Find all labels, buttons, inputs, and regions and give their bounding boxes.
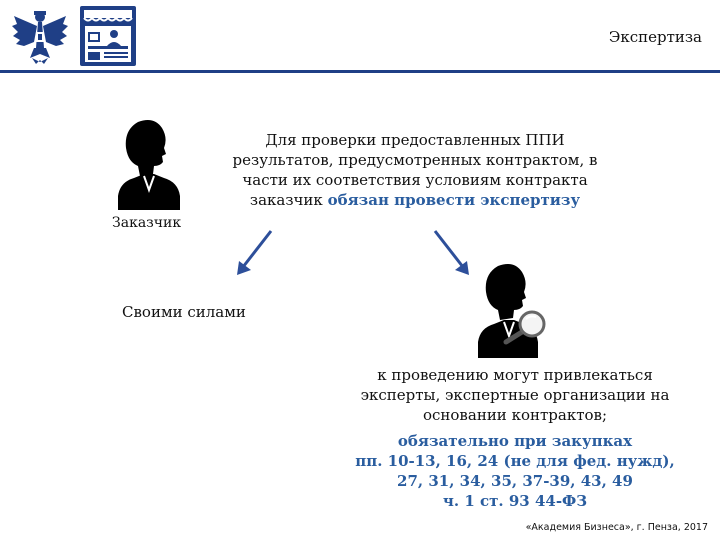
footer-caption: «Академия Бизнеса», г. Пенза, 2017 <box>525 522 708 533</box>
experts-paragraph: к проведению могут привлекаться эксперты… <box>320 365 710 511</box>
experts-line: основании контрактов; <box>422 406 608 424</box>
header-divider <box>0 70 720 73</box>
experts-line: эксперты, экспертные организации на <box>360 386 670 404</box>
page-title: Экспертиза <box>608 28 702 46</box>
own-forces-label: Своими силами <box>122 303 246 321</box>
eagle-emblem-icon <box>12 11 68 64</box>
top-paragraph-line: части их соответствия условиям контракта <box>242 171 588 189</box>
top-paragraph-line: Для проверки предоставленных ППИ <box>265 131 565 149</box>
kiosk-logo-icon <box>80 6 136 66</box>
top-paragraph-plain: заказчик <box>249 191 328 209</box>
experts-emphasis-line: ч. 1 ст. 93 44-ФЗ <box>442 492 588 510</box>
experts-emphasis-line: пп. 10-13, 16, 24 (не для фед. нужд), <box>355 452 675 470</box>
experts-emphasis-line: обязательно при закупках <box>397 432 633 450</box>
experts-emphasis-line: 27, 31, 34, 35, 37-39, 43, 49 <box>397 472 633 490</box>
top-paragraph-line: результатов, предусмотренных контрактом,… <box>232 151 598 169</box>
experts-line: к проведению могут привлекаться <box>377 366 653 384</box>
magnifier-icon <box>503 310 546 345</box>
header: Экспертиза <box>0 0 720 74</box>
top-paragraph: Для проверки предоставленных ППИ результ… <box>205 130 625 210</box>
person-silhouette-icon <box>118 120 180 210</box>
top-paragraph-emphasis: обязан провести экспертизу <box>327 191 581 209</box>
top-paragraph-last-line: заказчик обязан провести экспертизу <box>205 190 625 210</box>
customer-label: Заказчик <box>112 215 182 231</box>
arrow-left <box>237 230 273 275</box>
arrow-right <box>433 230 469 275</box>
